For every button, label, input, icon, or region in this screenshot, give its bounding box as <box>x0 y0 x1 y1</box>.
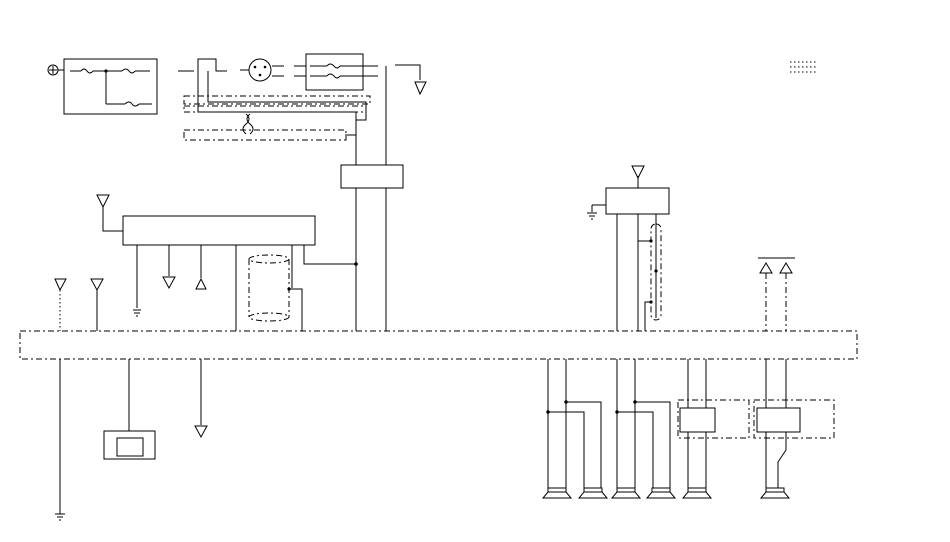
antenna-icon <box>54 278 67 292</box>
fuse-icon <box>106 101 152 107</box>
wire <box>566 401 602 488</box>
fuse-box <box>305 53 364 91</box>
twisted-pair-icon <box>242 113 254 135</box>
input-icon <box>195 277 207 290</box>
speaker-icon <box>759 487 791 499</box>
antenna-icon <box>90 278 104 292</box>
wire <box>777 359 787 488</box>
speaker-icon <box>577 487 609 499</box>
junction-dot <box>649 300 653 304</box>
legend-key <box>790 61 818 73</box>
ground-icon <box>133 309 141 317</box>
wire <box>548 411 585 488</box>
tweeter-enclosure <box>677 399 750 439</box>
wire <box>617 411 654 488</box>
amplifier-module <box>605 187 670 215</box>
harness-dashed <box>183 105 367 113</box>
junction-dot <box>354 262 358 266</box>
wire <box>635 401 671 488</box>
harness-dashed <box>183 95 371 105</box>
battery-terminal-icon <box>47 64 59 76</box>
shielded-cable-icon <box>248 254 290 322</box>
tweeter-enclosure <box>753 399 835 439</box>
wire <box>197 71 357 175</box>
speaker-icon <box>645 487 677 499</box>
ground-icon <box>55 513 65 521</box>
sensor-element <box>116 437 144 457</box>
ground-icon <box>194 425 208 439</box>
harness-dashed <box>183 129 347 141</box>
antenna-icon <box>96 194 110 209</box>
wire <box>637 214 651 242</box>
wire <box>289 288 303 331</box>
wire <box>207 71 367 121</box>
junction-dot <box>649 239 653 243</box>
fuse-box <box>63 58 158 115</box>
main-harness-bus <box>19 330 858 360</box>
wire <box>303 245 356 265</box>
connector-icon <box>240 58 272 82</box>
ground-icon <box>587 205 597 220</box>
wire <box>102 207 123 232</box>
fuse-icon <box>310 63 378 79</box>
crossover-module <box>756 407 801 433</box>
splice-module <box>340 164 404 189</box>
antenna-icon <box>779 262 793 274</box>
speaker-icon <box>541 487 573 499</box>
ground-icon <box>414 81 427 96</box>
antenna-icon <box>631 165 645 180</box>
wire <box>197 58 227 72</box>
junction-dot <box>654 269 658 273</box>
wire <box>644 301 651 331</box>
speaker-icon <box>681 487 713 499</box>
speaker-icon <box>610 487 642 499</box>
crossover-module <box>679 407 716 433</box>
antenna-icon <box>759 262 773 274</box>
speaker-output-icon <box>162 276 176 290</box>
wire <box>395 64 421 80</box>
control-module <box>122 215 316 246</box>
